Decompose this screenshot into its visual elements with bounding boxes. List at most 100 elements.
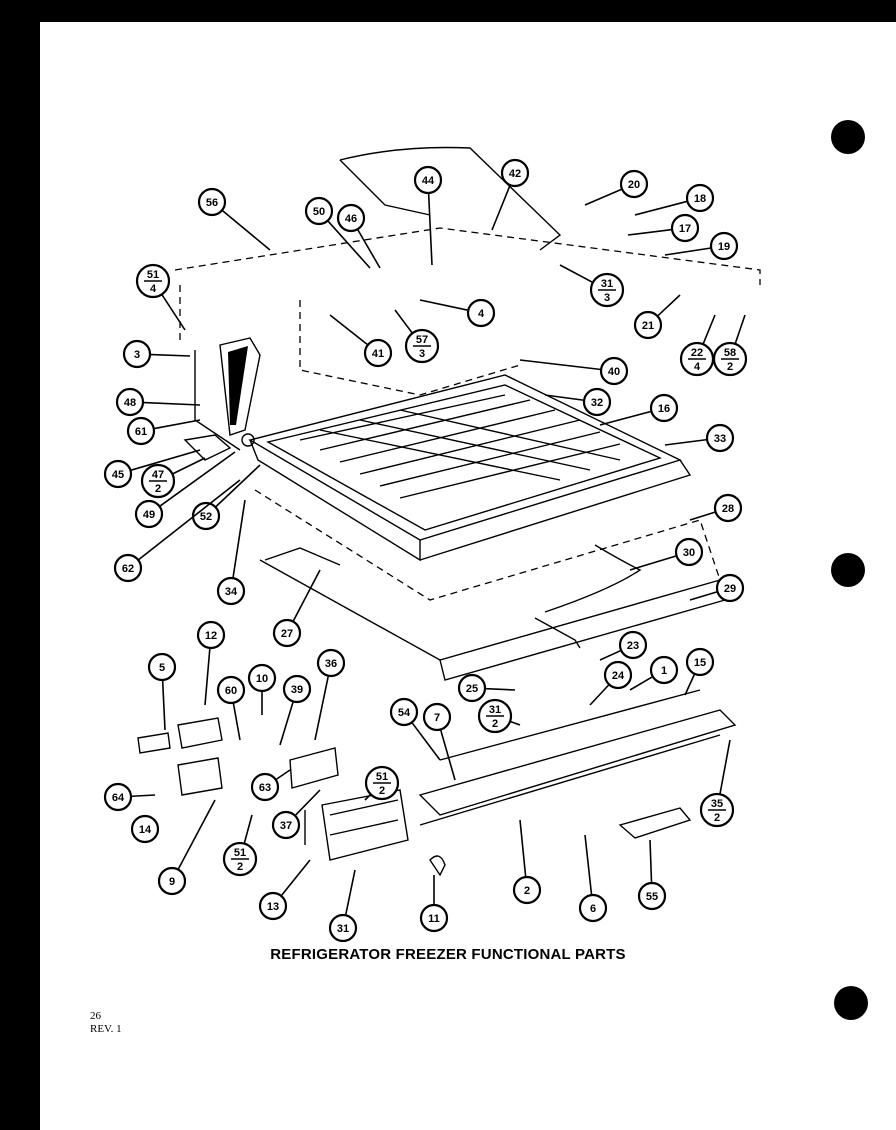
leader-line-c7 (440, 730, 456, 781)
callout-number: 42 (509, 168, 521, 180)
callout-number: 32 (591, 397, 603, 409)
callout-c7: 7 (422, 702, 452, 732)
callout-number: 56 (206, 197, 218, 209)
callout-number: 40 (608, 366, 620, 378)
leader-line-c54 (411, 722, 441, 761)
binder-hole-middle (831, 553, 865, 587)
lower-liner (254, 489, 726, 681)
callout-c28: 28 (713, 493, 743, 523)
air-duct (183, 337, 261, 461)
leader-line-c55 (649, 839, 653, 883)
callout-c54: 54 (389, 697, 419, 727)
callout-c29: 29 (715, 573, 745, 603)
leader-line-c41 (329, 314, 368, 345)
leader-line-c47_2 (170, 457, 206, 476)
callout-number: 52 (200, 511, 212, 523)
callout-quantity: 2 (379, 785, 385, 797)
callout-c23: 23 (618, 630, 648, 660)
callout-c46: 46 (336, 203, 366, 233)
callout-c30: 30 (674, 537, 704, 567)
callout-quantity: 3 (604, 292, 610, 304)
callout-number: 30 (683, 547, 695, 559)
leader-line-c44 (427, 193, 433, 266)
callout-number: 33 (714, 433, 726, 445)
callout-c15: 15 (685, 647, 715, 677)
callout-number: 54 (398, 707, 411, 719)
control-panel-area (137, 689, 737, 877)
callout-quantity: 2 (237, 861, 243, 873)
callout-c62: 62 (113, 553, 143, 583)
callout-c57_3: 573 (404, 328, 440, 364)
callout-c18: 18 (685, 183, 715, 213)
leader-line-c6 (584, 834, 593, 895)
leader-line-c63 (276, 769, 291, 780)
leader-line-c31_3 (559, 264, 596, 285)
callout-number: 20 (628, 179, 640, 191)
callout-number: 2 (524, 885, 530, 897)
callout-c61: 61 (126, 416, 156, 446)
callout-c39: 39 (282, 674, 312, 704)
callout-number: 11 (428, 913, 440, 925)
callout-c45: 45 (103, 459, 133, 489)
callout-number: 22 (691, 347, 703, 359)
callout-c4: 4 (466, 298, 496, 328)
callout-c20: 20 (619, 169, 649, 199)
leader-line-c49 (159, 451, 236, 507)
callout-quantity: 4 (694, 361, 701, 373)
leader-line-c57_3 (394, 309, 415, 336)
callout-number: 27 (281, 628, 293, 640)
callout-c12: 12 (196, 620, 226, 650)
leader-line-c46 (357, 229, 381, 269)
callout-c35_2: 352 (699, 792, 735, 828)
leader-line-c30 (629, 555, 676, 571)
leader-line-c27 (292, 569, 321, 621)
leader-line-c4 (419, 299, 468, 311)
callout-number: 34 (225, 586, 238, 598)
leader-line-c34 (232, 499, 246, 578)
callout-c9: 9 (157, 866, 187, 896)
callout-number: 17 (679, 223, 691, 235)
leader-line-c5 (161, 680, 166, 731)
callout-number: 18 (694, 193, 706, 205)
leader-line-c24 (589, 684, 610, 706)
leader-line-c39 (279, 702, 294, 746)
leader-line-c2 (519, 819, 527, 877)
callout-quantity: 2 (714, 812, 720, 824)
leader-line-c9 (177, 799, 216, 870)
leader-line-c12 (204, 648, 211, 706)
leader-line-c19 (664, 247, 711, 256)
leader-line-c60 (232, 703, 241, 741)
leader-line-c3 (150, 353, 191, 357)
callout-c58_2: 582 (712, 341, 748, 377)
callout-number: 28 (722, 503, 734, 515)
leader-line-c45 (131, 449, 201, 471)
callout-quantity: 2 (727, 361, 733, 373)
leader-line-c1 (629, 676, 653, 691)
leader-line-c17 (627, 228, 672, 236)
callout-number: 1 (661, 665, 667, 677)
callout-number: 4 (478, 308, 485, 320)
callout-number: 35 (711, 798, 723, 810)
leader-line-c13 (281, 859, 311, 896)
callout-number: 47 (152, 469, 164, 481)
callout-c31: 31 (328, 913, 358, 943)
callout-number: 31 (601, 278, 613, 290)
callout-c60: 60 (216, 675, 246, 705)
leader-line-c16 (599, 410, 651, 426)
callout-number: 49 (143, 509, 155, 521)
leader-line-c42 (491, 185, 511, 231)
callout-number: 55 (646, 891, 658, 903)
revision-label: REV. 1 (90, 1023, 122, 1035)
callout-c51_2a: 512 (364, 765, 400, 801)
leader-line-c28 (689, 511, 715, 521)
callout-quantity: 4 (150, 283, 157, 295)
callout-number: 44 (422, 175, 435, 187)
callout-c1: 1 (649, 655, 679, 685)
callout-c55: 55 (637, 881, 667, 911)
callout-c42: 42 (500, 158, 530, 188)
leader-line-c51_4 (159, 292, 186, 331)
callout-number: 24 (612, 670, 625, 682)
callout-c33: 33 (705, 423, 735, 453)
